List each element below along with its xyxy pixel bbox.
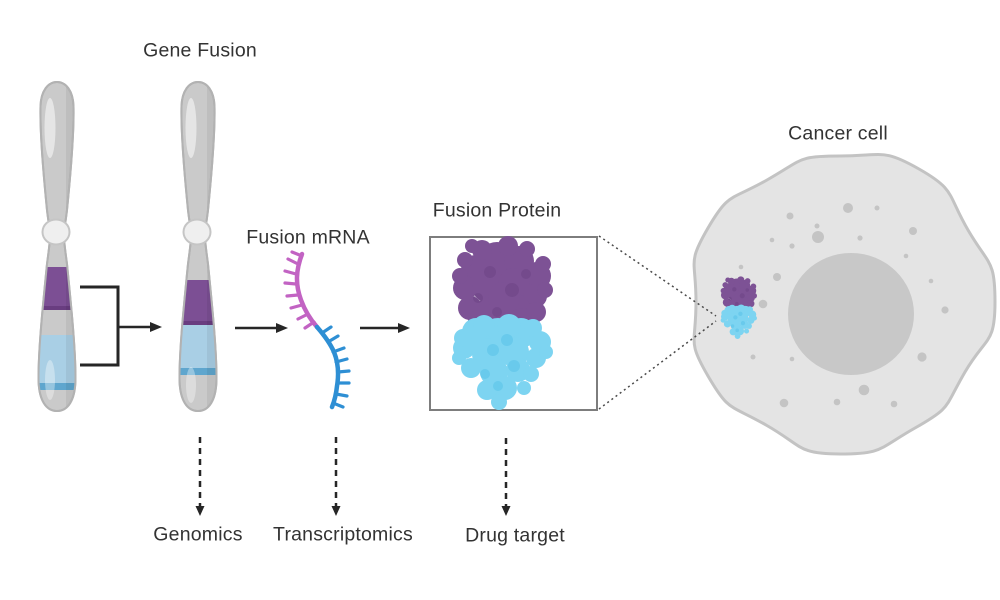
- cancer-cell-label: Cancer cell: [788, 122, 888, 145]
- blue-gene-band: [179, 325, 217, 375]
- gene-bracket: [80, 285, 120, 367]
- fusion-protein-label: Fusion Protein: [432, 199, 562, 222]
- fusion-mrna-label: Fusion mRNA: [246, 226, 370, 249]
- chromosome-normal: [37, 81, 77, 412]
- mrna-pink-segment: [283, 250, 320, 330]
- centromere: [41, 218, 71, 246]
- drug-target-label: Drug target: [465, 524, 565, 547]
- cell-nucleus: [788, 253, 914, 375]
- blue-gene-band: [38, 335, 76, 390]
- zoom-callout-lines: [598, 235, 717, 410]
- transcriptomics-label: Transcriptomics: [273, 523, 413, 546]
- gene-fusion-label: Gene Fusion: [143, 39, 257, 62]
- zoom-dotted-line-bottom: [598, 320, 717, 410]
- mrna-blue-segment: [314, 324, 351, 410]
- cancer-cell: [692, 153, 997, 456]
- fusion-mrna-strand: [283, 250, 351, 410]
- chromosome-fusion: [178, 81, 218, 412]
- centromere: [182, 218, 212, 246]
- genomics-label: Genomics: [153, 523, 243, 546]
- cell-granules: [738, 203, 949, 408]
